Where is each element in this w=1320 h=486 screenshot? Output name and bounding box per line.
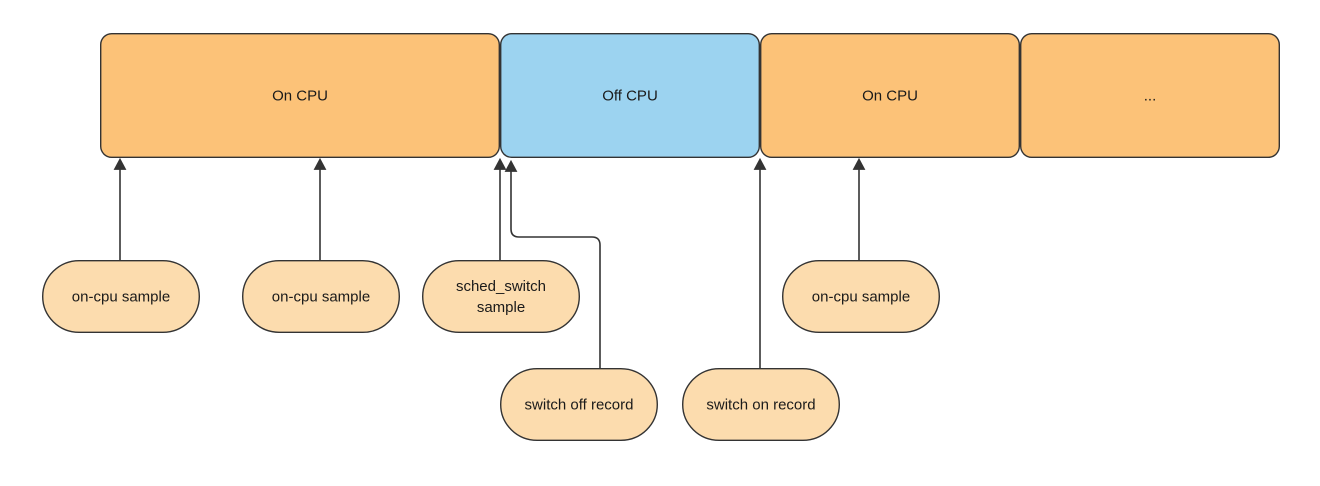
node-shape bbox=[782, 260, 941, 334]
segment-label: Off CPU bbox=[602, 87, 658, 104]
node-shape bbox=[422, 260, 581, 334]
node-shape bbox=[42, 260, 201, 334]
segment-shape bbox=[760, 33, 1021, 158]
segment-shape bbox=[500, 33, 761, 158]
segment-label: ... bbox=[1144, 87, 1157, 104]
node-shape bbox=[241, 260, 401, 334]
connector-c4 bbox=[504, 159, 601, 368]
node-switch-on-record[interactable]: switch on record bbox=[682, 368, 841, 442]
node-label: on-cpu sample bbox=[72, 288, 170, 305]
segment-label: On CPU bbox=[862, 87, 918, 104]
node-label: on-cpu sample bbox=[272, 288, 370, 305]
segment-shape bbox=[1020, 33, 1281, 158]
timeline-segment-ellipsis[interactable]: ... bbox=[1020, 33, 1281, 158]
connector-group bbox=[113, 157, 866, 368]
timeline-segment-off-cpu-1[interactable]: Off CPU bbox=[500, 33, 761, 158]
node-label: switch on record bbox=[706, 396, 815, 413]
timeline-segments: On CPU Off CPU On CPU... bbox=[99, 33, 1281, 158]
node-label: on-cpu sample bbox=[812, 288, 910, 305]
timeline-segment-on-cpu-2[interactable]: On CPU bbox=[760, 33, 1021, 158]
timeline-segment-on-cpu-1[interactable]: On CPU bbox=[99, 33, 501, 158]
node-label: switch off record bbox=[525, 396, 634, 413]
node-shape bbox=[500, 368, 659, 442]
segment-shape bbox=[99, 33, 501, 158]
node-shape bbox=[682, 368, 841, 442]
node-on-cpu-sample-1[interactable]: on-cpu sample bbox=[42, 260, 201, 334]
node-switch-off-record[interactable]: switch off record bbox=[500, 368, 659, 442]
node-on-cpu-sample-3[interactable]: on-cpu sample bbox=[782, 260, 941, 334]
node-on-cpu-sample-2[interactable]: on-cpu sample bbox=[241, 260, 401, 334]
segment-label: On CPU bbox=[272, 87, 328, 104]
